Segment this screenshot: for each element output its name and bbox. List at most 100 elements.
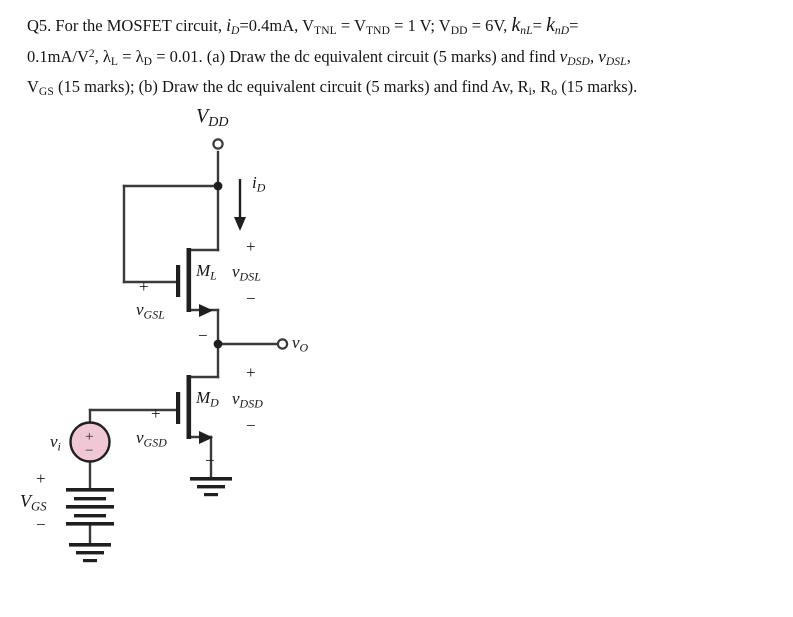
- vdsl-symbol: v: [598, 47, 606, 67]
- vgsd-plus-sign: +: [151, 404, 161, 423]
- part-a-marks: (15 marks);: [58, 77, 135, 97]
- vdsl-plus-sign: +: [246, 237, 256, 256]
- ml-gate-plate: [176, 265, 181, 297]
- vgsd-minus-sign: −: [205, 451, 215, 470]
- ri-subscript: i: [528, 86, 532, 99]
- vtnl-symbol: V: [302, 16, 315, 35]
- input-source-minus-sign: −: [85, 443, 94, 459]
- kn-exponent: 2: [88, 48, 95, 61]
- vgs-plus-sign: +: [36, 469, 46, 488]
- drain-current-subscript: D: [231, 25, 240, 38]
- battery-plate-long-2: [66, 505, 114, 509]
- lambda-l-symbol: λ: [102, 47, 111, 67]
- part-b-text: (b) Draw the dc equivalent circuit (5 ma…: [138, 77, 514, 97]
- drain-current-symbol: i: [226, 15, 232, 35]
- vtnd-subscript: TND: [365, 25, 391, 38]
- lambda-d-subscript: D: [143, 56, 153, 69]
- vtnd-symbol: V: [354, 16, 366, 35]
- md-gate-plate: [176, 392, 181, 424]
- right-ground-symbol: [190, 477, 232, 497]
- input-source-label: vi: [50, 432, 61, 454]
- vdd-subscript: DD: [450, 25, 468, 38]
- md-source-arrow: [199, 431, 213, 444]
- ground-bar-2-left: [76, 551, 104, 555]
- vdsl-minus-sign: −: [246, 289, 256, 308]
- lambda-l-subscript: L: [110, 56, 119, 69]
- circuit-schematic-svg: [66, 138, 289, 563]
- ground-bar-3-right: [204, 493, 218, 497]
- battery-plate-short-2: [74, 514, 106, 518]
- mosfet-circuit-diagram: VDD iD + ML vDSL − + vGSL − vO + MD vDSD…: [0, 105, 793, 605]
- vdd-symbol: V: [438, 16, 451, 35]
- vt-value: = 1 V;: [394, 16, 435, 35]
- output-junction-dot: [213, 339, 223, 349]
- kn-comma: ,: [94, 47, 99, 67]
- vdsd-label: vDSD: [232, 389, 263, 411]
- vgsl-minus-sign: −: [198, 326, 208, 345]
- vgsl-label: vGSL: [136, 300, 165, 322]
- battery-plate-short-1: [74, 497, 106, 501]
- lambda-d-symbol: λ: [135, 47, 144, 67]
- knd-subscript: nD: [554, 25, 570, 38]
- ml-channel-bar: [186, 248, 192, 312]
- output-label: vO: [292, 333, 309, 355]
- vdsd-subscript: DSD: [567, 56, 590, 69]
- vgs-label: VGS: [20, 491, 47, 514]
- ml-name-label: ML: [196, 261, 217, 283]
- md-name-label: MD: [196, 388, 219, 410]
- problem-line-1: Q5. For the MOSFET circuit, iD=0.4mA, VT…: [27, 8, 772, 42]
- vdd-junction-dot: [213, 181, 223, 191]
- vgsl-plus-sign: +: [139, 277, 149, 296]
- md-transistor-symbol: [176, 375, 213, 444]
- ri-separator: ,: [531, 77, 537, 97]
- problem-intro: Q5. For the MOSFET circuit,: [27, 16, 222, 35]
- input-source-plus-sign: +: [85, 429, 94, 445]
- problem-statement: Q5. For the MOSFET circuit, iD=0.4mA, VT…: [27, 8, 772, 103]
- vtnl-subscript: TNL: [314, 25, 337, 38]
- ri-symbol: R: [517, 77, 529, 97]
- output-terminal-circle: [276, 338, 289, 350]
- vt-equals-1: =: [340, 16, 351, 35]
- problem-line-2: 0.1mA/V2, λL = λD = 0.01. (a) Draw the d…: [27, 42, 772, 73]
- vdsd-separator: ,: [589, 47, 595, 67]
- ro-subscript: o: [551, 86, 558, 99]
- vdsl-trailing-comma: ,: [626, 47, 631, 67]
- md-channel-bar: [186, 375, 192, 439]
- vdd-value: = 6V,: [471, 16, 508, 35]
- left-ground-symbol: [69, 543, 111, 563]
- part-b-marks: (15 marks).: [561, 77, 638, 97]
- ground-bar-3-left: [83, 559, 97, 563]
- vdd-terminal-circle: [212, 138, 224, 150]
- vgs-minus-sign: −: [36, 515, 46, 534]
- ground-bar-1-right: [190, 477, 232, 481]
- battery-plate-long-1: [66, 488, 114, 492]
- battery-plate-long-3: [66, 522, 114, 526]
- ro-symbol: R: [540, 77, 552, 97]
- ground-bar-2-right: [197, 485, 225, 489]
- lambda-value: = 0.01.: [156, 47, 203, 67]
- vdsd-minus-sign: −: [246, 416, 256, 435]
- knd-symbol: k: [546, 14, 555, 36]
- vdsl-label: vDSL: [232, 262, 261, 284]
- vgs-subscript: GS: [38, 86, 54, 99]
- ground-bar-1-left: [69, 543, 111, 547]
- drain-current-value: =0.4mA,: [239, 16, 299, 35]
- vgs-battery-symbol: [66, 488, 114, 526]
- lambda-equals: =: [122, 47, 132, 67]
- vdsd-plus-sign: +: [246, 363, 256, 382]
- ml-transistor-symbol: [176, 248, 213, 317]
- knl-equals: =: [532, 16, 542, 35]
- drain-current-label: iD: [252, 173, 266, 195]
- vgs-symbol: V: [27, 77, 39, 97]
- vdsl-subscript: DSL: [605, 56, 627, 69]
- ml-source-arrow: [199, 304, 213, 317]
- vgsd-label: vGSD: [136, 428, 167, 450]
- drain-current-arrow: [234, 179, 246, 231]
- problem-line-3: VGS (15 marks); (b) Draw the dc equivale…: [27, 73, 772, 103]
- vdd-label: VDD: [196, 105, 229, 130]
- input-voltage-source-circle: [69, 421, 111, 463]
- knl-symbol: k: [511, 14, 521, 36]
- vdsd-symbol: v: [559, 47, 568, 67]
- part-a-text: (a) Draw the dc equivalent circuit (5 ma…: [206, 47, 556, 67]
- kn-value: 0.1mA/V: [27, 47, 89, 67]
